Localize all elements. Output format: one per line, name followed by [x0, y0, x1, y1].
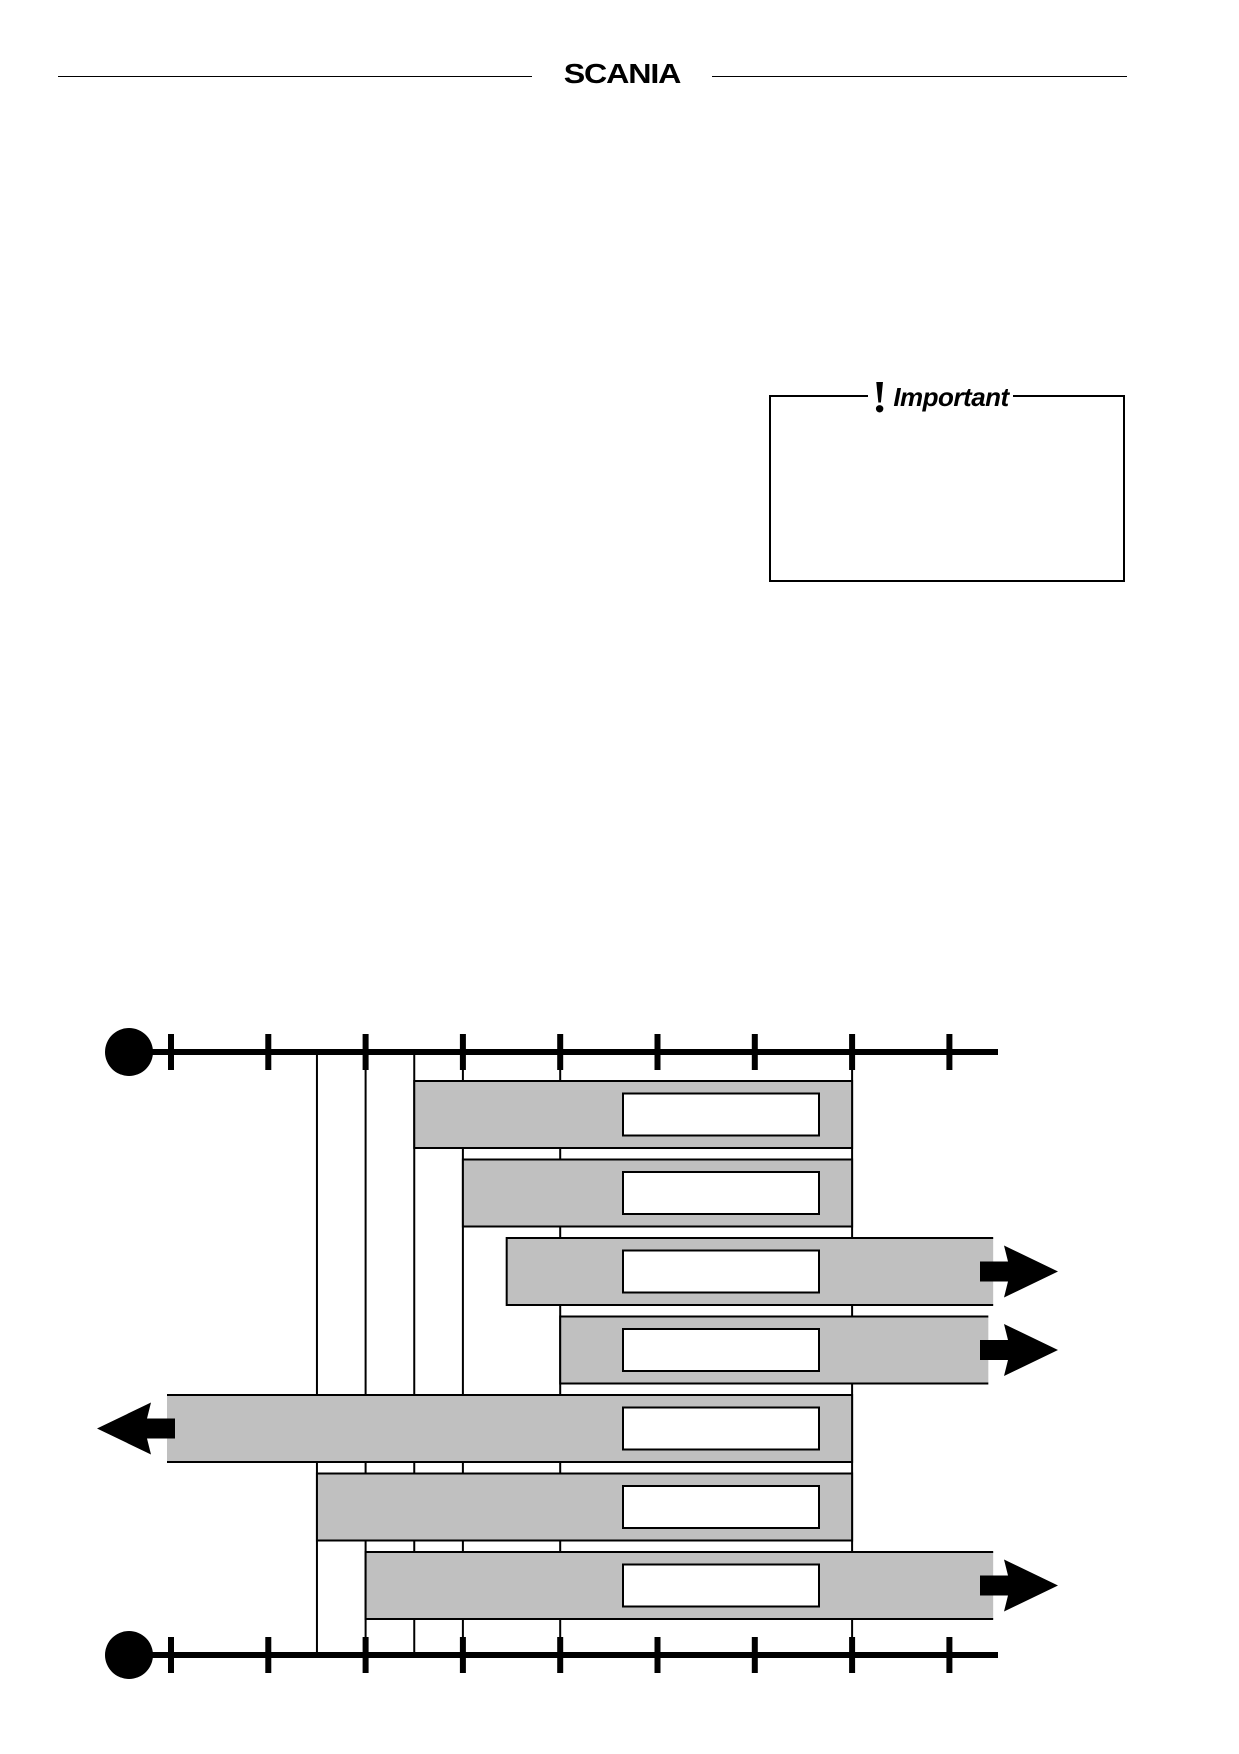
axis-endpoint-dot-bottom — [105, 1631, 153, 1679]
exclamation-icon: ! — [872, 371, 888, 422]
bar-outline — [461, 1158, 854, 1228]
bar-outline — [364, 1551, 994, 1620]
bar-label-box — [622, 1563, 820, 1608]
scania-logo: SCANIA — [563, 58, 682, 89]
bar-outline — [505, 1237, 994, 1306]
bar-outline — [315, 1472, 854, 1542]
axis-endpoint-dot-top — [105, 1028, 153, 1076]
header-rule-right — [712, 76, 1127, 77]
important-label: Important — [893, 381, 1009, 412]
bar-label-box — [622, 1249, 820, 1294]
header-rule-left — [58, 76, 532, 77]
important-title: ! Important — [868, 371, 1013, 422]
bar-label-box — [622, 1092, 820, 1137]
bar-label-box — [622, 1328, 820, 1372]
bar-outline — [167, 1394, 854, 1463]
bar-label-box — [622, 1406, 820, 1451]
bar-label-box — [622, 1171, 820, 1215]
arrow-left-icon — [97, 1402, 175, 1455]
arrow-right-icon — [980, 1245, 1058, 1298]
arrow-right-icon — [980, 1324, 1058, 1376]
bar-outline — [413, 1080, 854, 1149]
bar-label-box — [622, 1485, 820, 1529]
arrow-right-icon — [980, 1559, 1058, 1612]
bar-outline — [559, 1315, 989, 1385]
